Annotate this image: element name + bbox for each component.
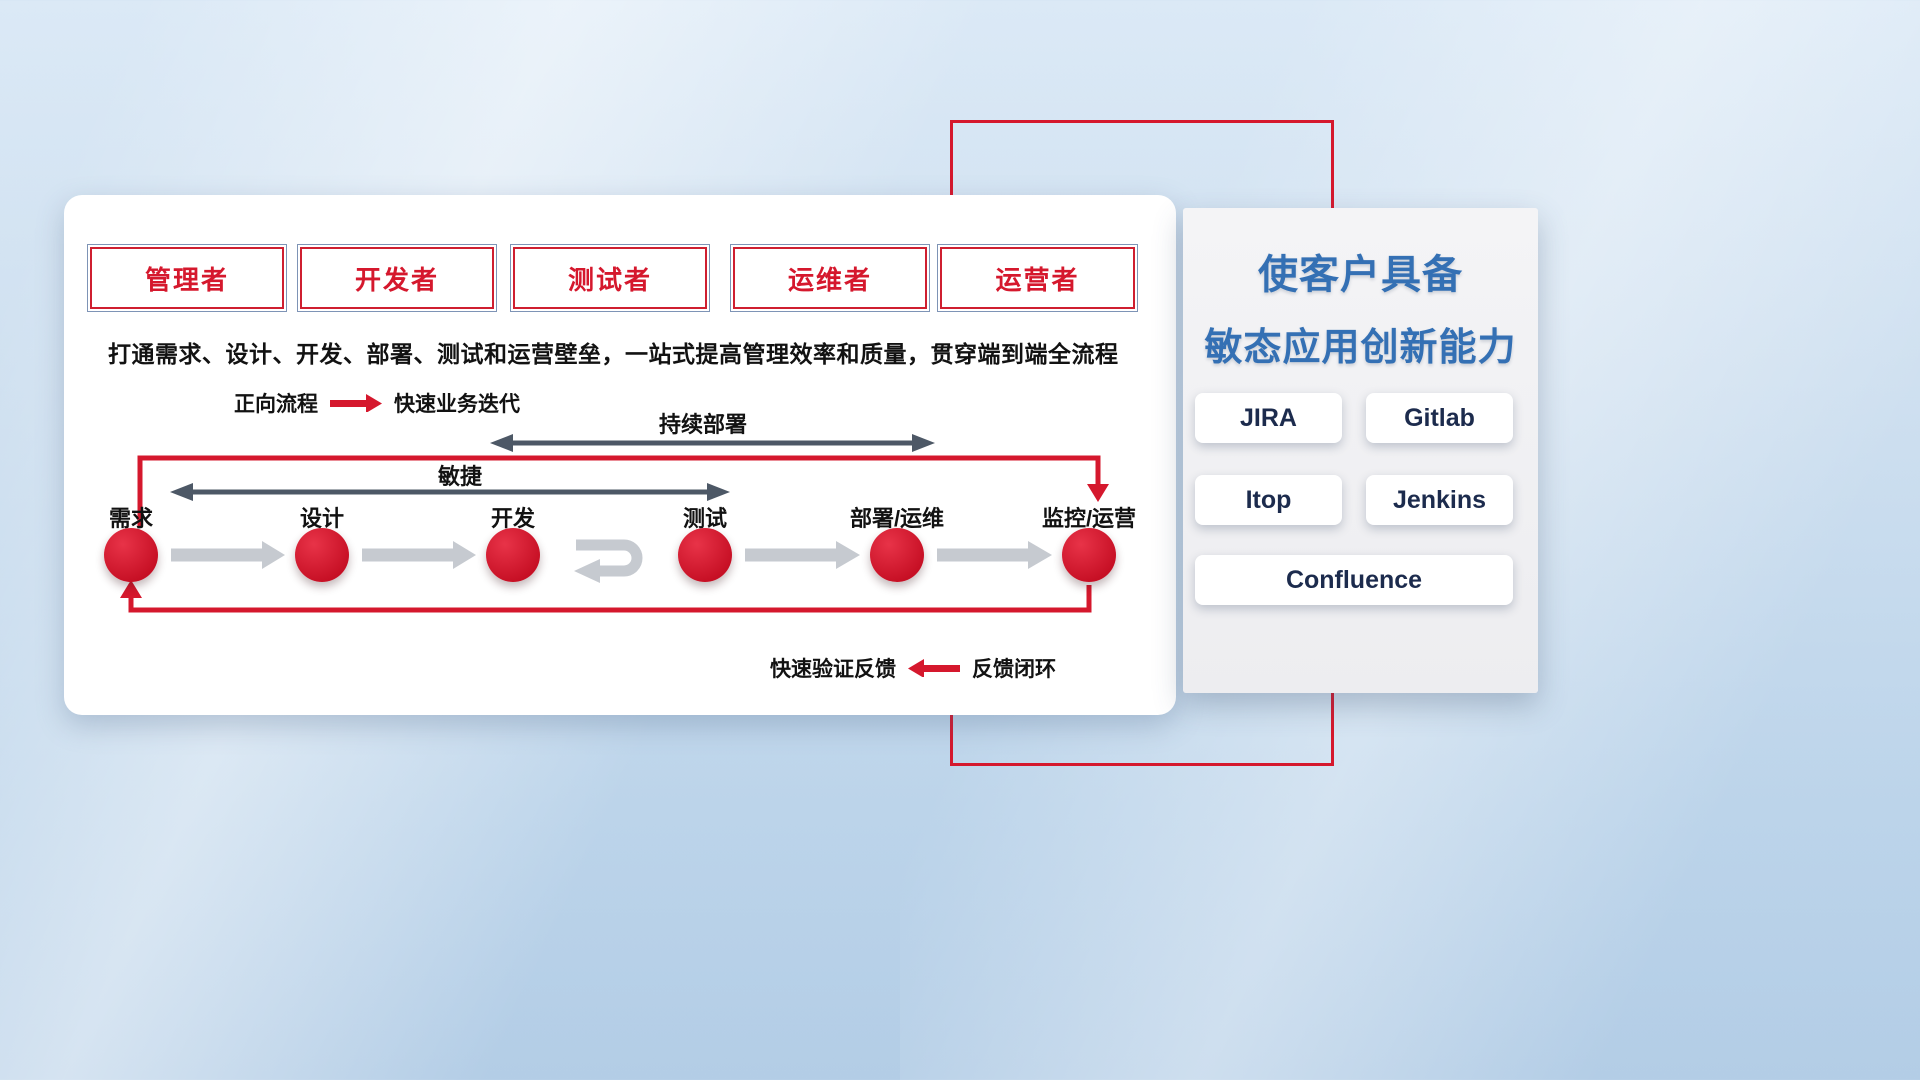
stage-label-requirements: 需求 [108,506,153,531]
devops-flow-panel: 管理者 开发者 测试者 运维者 运营者 打通需求、设计、开发、部署、测试和运营壁… [64,195,1176,715]
feedback-value: 快速验证反馈 [770,658,896,681]
feedback-legend: 快速验证反馈 反馈闭环 [770,653,1056,683]
feedback-loop-line [120,580,1092,613]
role-box-manager: 管理者 [87,244,287,312]
stage-node-monitor [1062,528,1116,582]
tool-button-confluence: Confluence [1195,555,1513,605]
stage-arrow [937,541,1052,569]
feedback-arrow-icon [908,659,960,677]
deploy-span-arrow [490,434,935,452]
tool-button-gitlab: Gitlab [1366,393,1513,443]
stage-node-test [678,528,732,582]
role-box-tester: 测试者 [510,244,710,312]
tool-button-jenkins: Jenkins [1366,475,1513,525]
tool-button-jira: JIRA [1195,393,1342,443]
stage-node-requirements [104,528,158,582]
capability-title-line1: 使客户具备 [1258,253,1463,297]
role-label: 运维者 [787,264,872,295]
feedback-label: 反馈闭环 [972,658,1056,681]
role-label: 测试者 [567,264,652,295]
stage-label-develop: 开发 [490,506,535,531]
stage-node-design [295,528,349,582]
stage-label-test: 测试 [682,506,727,531]
continuous-deploy-label: 持续部署 [658,412,747,437]
stage-label-design: 设计 [299,506,344,531]
stage-label-deploy-ops: 部署/运维 [849,506,945,531]
forward-flow-label: 正向流程 [234,393,318,416]
stage-arrow [745,541,860,569]
role-box-developer: 开发者 [297,244,497,312]
stage-node-deploy-ops [870,528,924,582]
stage-arrow [362,541,476,569]
forward-flow-legend: 正向流程 快速业务迭代 [234,388,520,418]
forward-flow-value: 快速业务迭代 [394,393,520,416]
tool-button-itop: Itop [1195,475,1342,525]
role-label: 管理者 [144,264,229,295]
agile-label: 敏捷 [437,464,482,489]
iteration-loop-icon [574,539,643,583]
stage-arrow [171,541,285,569]
role-label: 运营者 [995,264,1080,295]
agile-span-arrow [170,483,730,501]
capability-title-line2: 敏态应用创新能力 [1204,327,1517,369]
stage-node-develop [486,528,540,582]
role-box-operator: 运营者 [937,244,1138,312]
forward-loop-line [137,455,1109,527]
role-label: 开发者 [354,264,439,295]
role-box-ops: 运维者 [730,244,930,312]
forward-flow-arrow-icon [330,394,382,412]
stage-label-monitor: 监控/运营 [1041,506,1137,531]
panel-subtitle: 打通需求、设计、开发、部署、测试和运营壁垒，一站式提高管理效率和质量，贯穿端到端… [108,341,1119,367]
capability-panel: 使客户具备 敏态应用创新能力 JIRA Gitlab Itop Jenkins … [1183,208,1538,693]
